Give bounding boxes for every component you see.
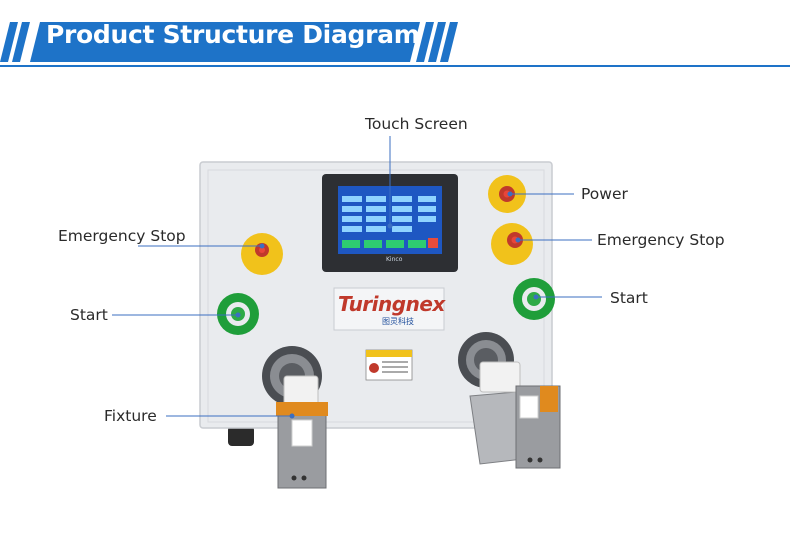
label-start-left: Start <box>70 306 108 324</box>
foot-left <box>228 426 254 446</box>
label-start-right: Start <box>610 289 648 307</box>
start-button-right <box>513 278 555 320</box>
fixture-right <box>469 361 561 469</box>
screen-brand: Kinco <box>386 256 403 263</box>
fixture-left <box>276 375 328 489</box>
power-button <box>488 175 526 213</box>
warning-sticker <box>365 349 413 381</box>
label-touch-screen: Touch Screen <box>365 115 468 133</box>
brand-plate <box>333 287 445 331</box>
brand-logo: Turingnex <box>338 292 445 316</box>
label-power: Power <box>581 185 628 203</box>
emergency-stop-right <box>491 223 533 265</box>
page-title: Product Structure Diagram <box>46 20 420 49</box>
label-emergency-stop-right: Emergency Stop <box>597 231 725 249</box>
label-emergency-stop-left: Emergency Stop <box>58 227 186 245</box>
brand-subtitle: 图灵科技 <box>382 317 414 326</box>
emergency-stop-left <box>241 233 283 275</box>
header-banner <box>0 22 790 67</box>
label-fixture: Fixture <box>104 407 157 425</box>
